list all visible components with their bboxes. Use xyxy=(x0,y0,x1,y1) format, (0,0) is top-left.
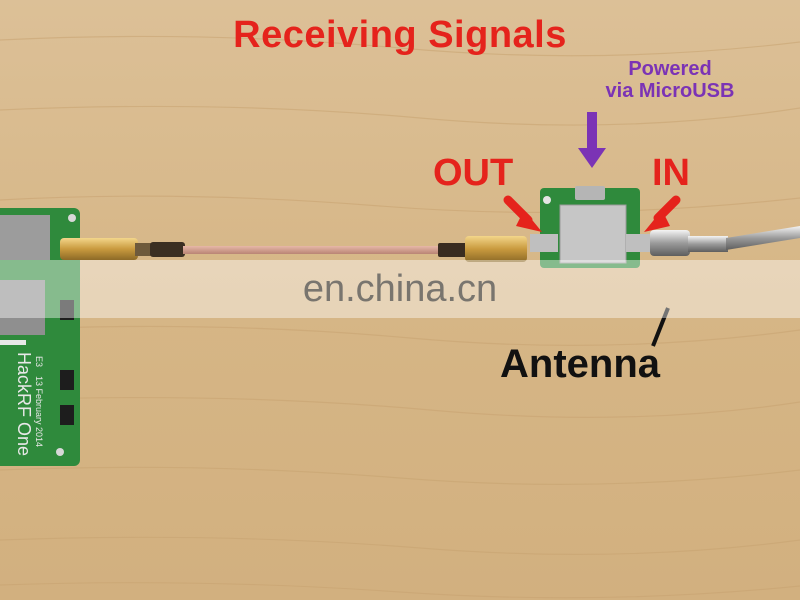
lna-module xyxy=(530,186,654,268)
powered-arrow xyxy=(578,112,606,168)
board-name-text: HackRF One xyxy=(14,352,34,456)
powered-label-line1: Powered xyxy=(628,58,712,80)
coax-cable xyxy=(60,236,527,262)
powered-label: Powered via MicroUSB xyxy=(560,58,780,102)
watermark-band xyxy=(0,260,800,318)
wood-grain xyxy=(0,35,800,599)
board-rev-text: E3 xyxy=(34,356,44,367)
powered-label-line2: via MicroUSB xyxy=(605,80,735,102)
in-arrow xyxy=(644,195,681,232)
out-label: OUT xyxy=(433,152,514,194)
in-label: IN xyxy=(652,152,690,194)
title-label: Receiving Signals xyxy=(233,14,567,56)
board-silkscreen: HackRF One 13 February 2014 E3 xyxy=(14,352,44,456)
hackrf-board xyxy=(0,208,80,466)
antenna-pointer-line xyxy=(651,307,670,347)
board-date-text: 13 February 2014 xyxy=(34,376,44,447)
watermark-text: en.china.cn xyxy=(302,268,498,310)
antenna-connector xyxy=(650,226,800,256)
out-arrow xyxy=(503,195,542,232)
antenna-label: Antenna xyxy=(500,342,660,386)
